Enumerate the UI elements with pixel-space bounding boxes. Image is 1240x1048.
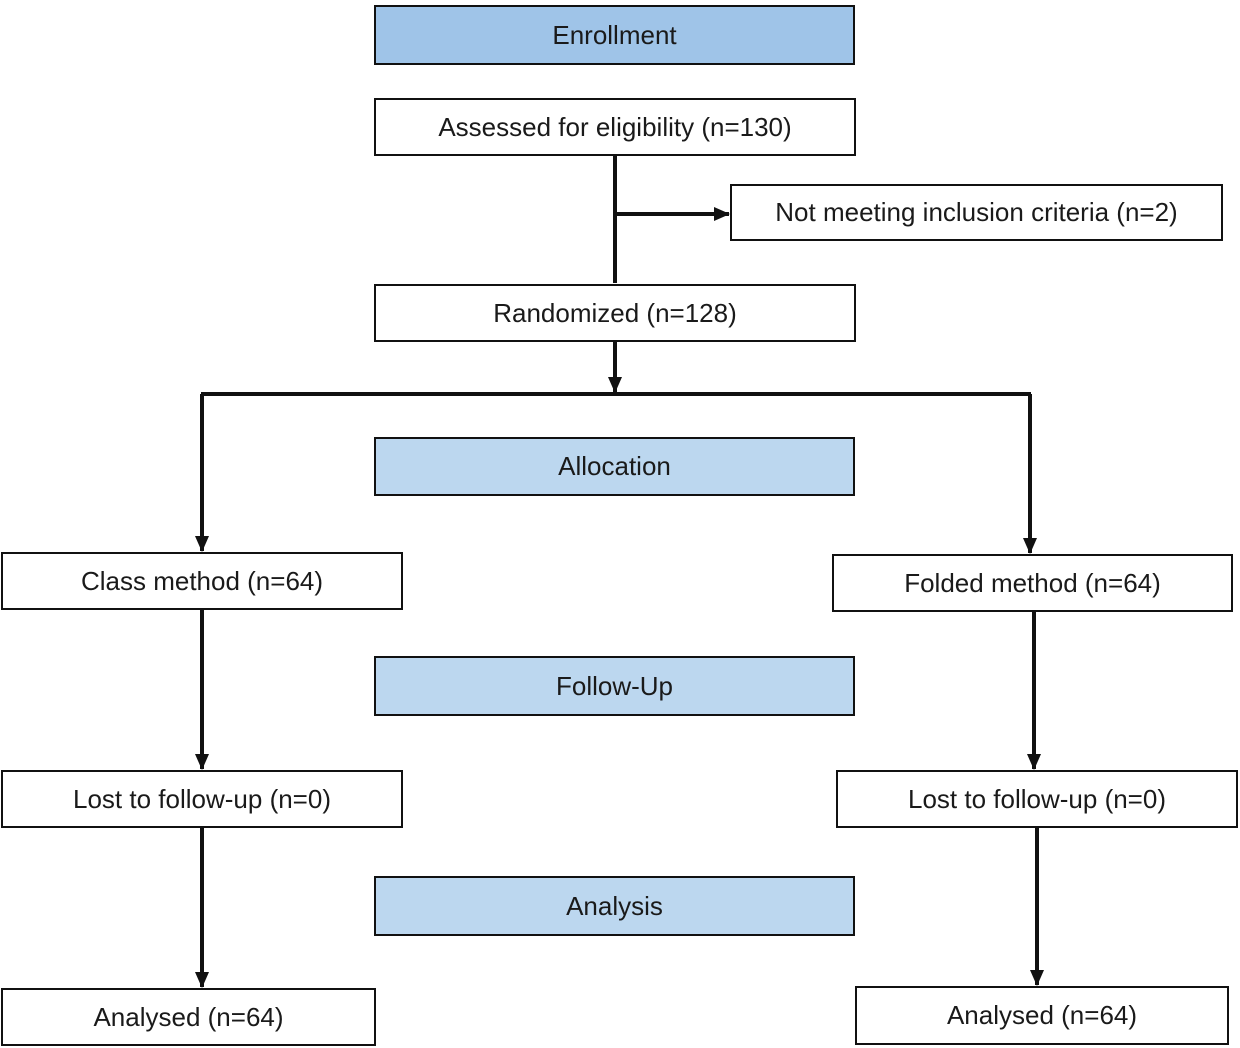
left-lost-box: Lost to follow-up (n=0) <box>1 770 403 828</box>
randomized-box: Randomized (n=128) <box>374 284 856 342</box>
left-allocated-box: Class method (n=64) <box>1 552 403 610</box>
right-allocated-box: Folded method (n=64) <box>832 554 1233 612</box>
excluded-box: Not meeting inclusion criteria (n=2) <box>730 184 1223 241</box>
left-analysed-box: Analysed (n=64) <box>1 988 376 1046</box>
phase-follow-up: Follow-Up <box>374 656 855 716</box>
right-analysed-box: Analysed (n=64) <box>855 986 1229 1045</box>
assessed-box: Assessed for eligibility (n=130) <box>374 98 856 156</box>
phase-enrollment: Enrollment <box>374 5 855 65</box>
phase-analysis: Analysis <box>374 876 855 936</box>
right-lost-box: Lost to follow-up (n=0) <box>836 770 1238 828</box>
phase-allocation: Allocation <box>374 437 855 496</box>
